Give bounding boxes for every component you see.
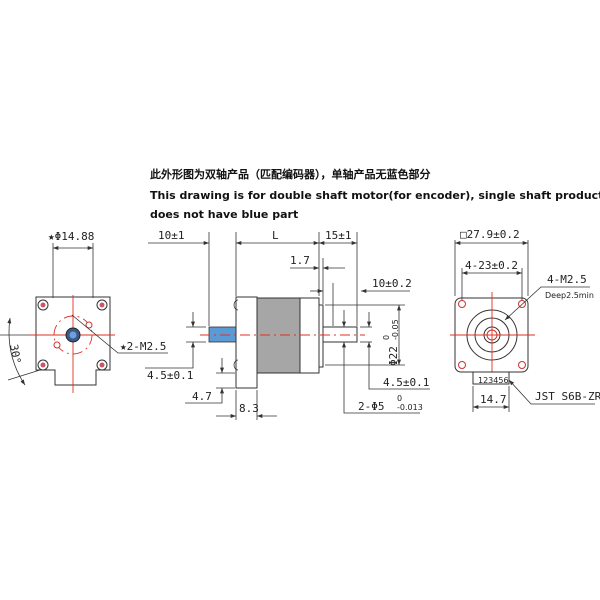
rear-holes-label: 4-M2.5 bbox=[547, 273, 587, 286]
holes-depth: Deep2.5min bbox=[545, 291, 594, 300]
angle-label: 30° bbox=[7, 343, 23, 365]
motor-body bbox=[256, 297, 301, 374]
shaft-diameter-tol-lower: -0.013 bbox=[397, 403, 423, 412]
plate-offset: 4.7 bbox=[192, 390, 212, 403]
diameter-label: ★Φ14.88 bbox=[48, 230, 94, 243]
boss bbox=[318, 304, 324, 368]
connector-width: 14.7 bbox=[480, 393, 507, 406]
chinese-note: 此外形图为双轴产品（匹配编码器），单轴产品无蓝色部分 bbox=[150, 167, 431, 181]
body-length: L bbox=[272, 229, 279, 242]
rear-shaft-length: 10±1 bbox=[158, 229, 185, 242]
mount-plate bbox=[235, 296, 258, 389]
rear-view: 123456 □27.9±0.2 4-23±0.2 4-M2.5 Deep2.5… bbox=[450, 228, 600, 412]
shaft-diameter-tol-upper: 0 bbox=[397, 394, 402, 403]
plate-thickness: 8.3 bbox=[239, 402, 259, 415]
front-flat: 4.5±0.1 bbox=[383, 376, 429, 389]
rear-cap bbox=[299, 297, 320, 374]
front-shaft-length: 15±1 bbox=[325, 229, 352, 242]
flat-length: 10±0.2 bbox=[372, 277, 412, 290]
corner-screws bbox=[37, 299, 108, 371]
shaft-diameter: 2-Φ5 bbox=[358, 400, 385, 413]
front-view: ★Φ14.88 ★2-M2.5 30° bbox=[0, 230, 168, 393]
side-view: 10±1 L 15±1 1.7 10±0.2 Φ22 0 -0.05 4.5±0… bbox=[145, 229, 430, 420]
english-note-line2: does not have blue part bbox=[150, 208, 298, 221]
rear-flat: 4.5±0.1 bbox=[147, 369, 193, 382]
pin-numbers: 123456 bbox=[478, 376, 509, 385]
front-shaft bbox=[322, 326, 358, 343]
boss-diameter-tol-upper: 0 bbox=[382, 335, 391, 340]
hole-spacing: 4-23±0.2 bbox=[465, 259, 518, 272]
connector-label: JST S6B-ZR bbox=[535, 390, 600, 403]
holes-label: ★2-M2.5 bbox=[120, 340, 166, 353]
square-size: □27.9±0.2 bbox=[460, 228, 520, 241]
rear-shaft-blue-part bbox=[208, 326, 237, 343]
connector bbox=[472, 371, 510, 385]
boss-height: 1.7 bbox=[290, 254, 310, 267]
boss-diameter: Φ22 bbox=[387, 346, 400, 366]
boss-diameter-tol-lower: -0.05 bbox=[391, 319, 400, 340]
english-note-line1: This drawing is for double shaft motor(f… bbox=[150, 189, 600, 202]
